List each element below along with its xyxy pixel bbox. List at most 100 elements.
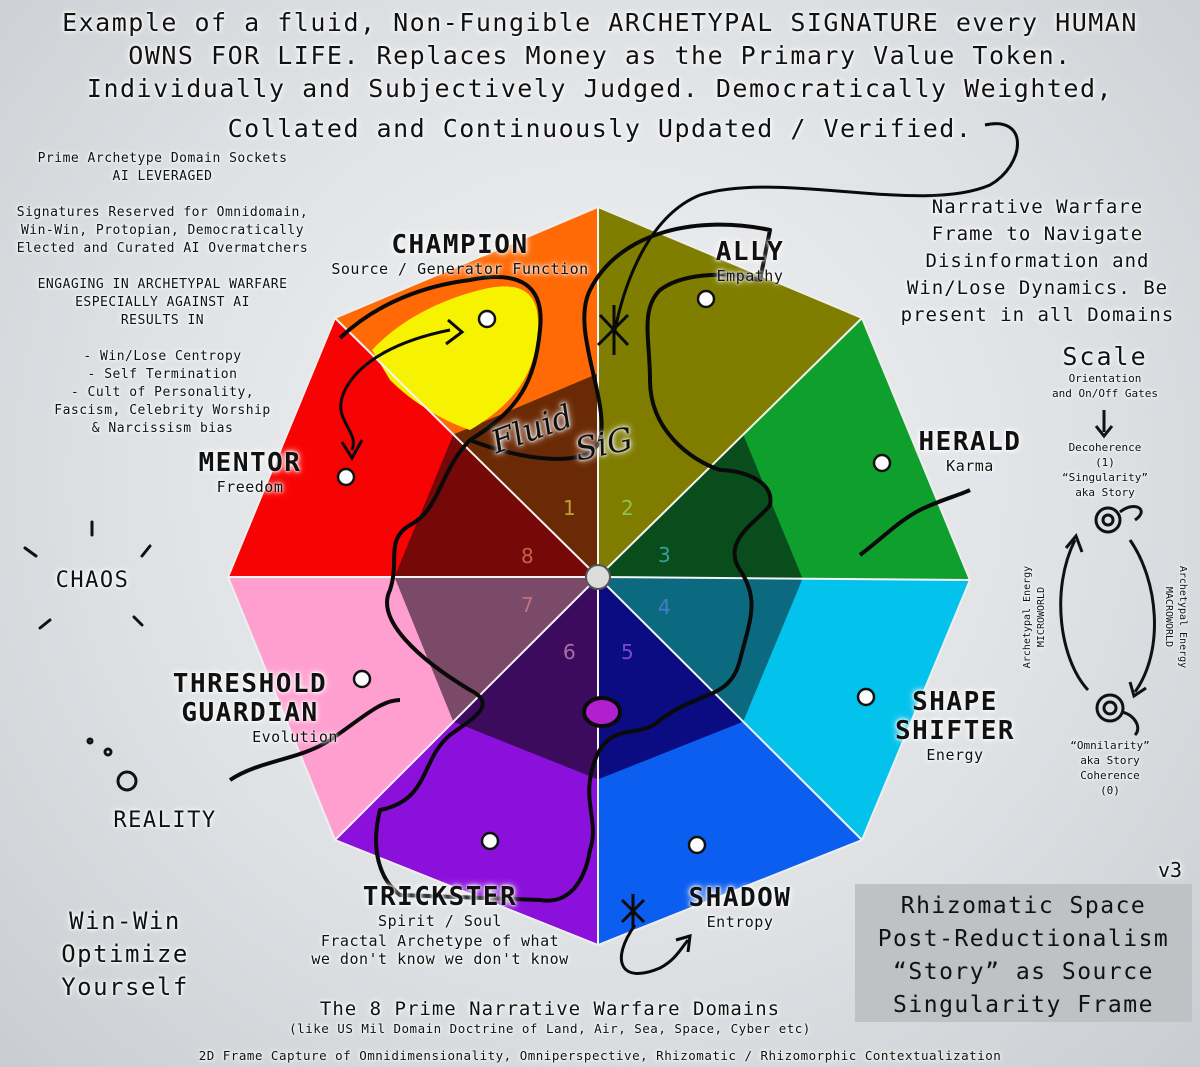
note-line: ENGAGING IN ARCHETYPAL WARFARE [37, 277, 288, 292]
domain-name: SHADOW [688, 883, 792, 913]
rhizo-text: Rhizomatic Space Post-Reductionalism “St… [855, 884, 1192, 1022]
omnilarity-icon [1095, 693, 1125, 723]
macro-block: Archetypal Energy MACROWORLD [1150, 548, 1200, 688]
octagon-outline [226, 205, 972, 947]
note-line: RESULTS IN [120, 313, 205, 328]
micro-label: Archetypal Energy MICROWORLD [1021, 542, 1049, 692]
scale-block: Scale Orientation and On/Off Gates [1030, 342, 1180, 401]
domain-name: HERALD [918, 427, 1022, 457]
domain-name: SHIFTER [894, 716, 1016, 746]
winwin-line: Optimize [61, 940, 189, 968]
segment-number: 6 [563, 640, 576, 664]
note-line: Narrative Warfare [931, 196, 1144, 218]
domain-sub: Evolution [252, 728, 338, 746]
segment-number: 1 [563, 496, 576, 520]
note-line: Signatures Reserved for Omnidomain, [16, 205, 309, 220]
winwin-block: Win-Win Optimize Yourself [40, 905, 210, 1004]
socket-dot [696, 289, 716, 309]
note-line: aka Story [1075, 486, 1135, 499]
wedge-inner [598, 434, 803, 579]
trickster-label: TRICKSTER Spirit / Soul Fractal Archetyp… [300, 883, 580, 969]
chaos-rays-icon [23, 520, 152, 630]
version-label: v3 [1158, 858, 1183, 882]
socket-dot [336, 467, 356, 487]
wedge-divider [334, 317, 599, 578]
shadow-star-icon [619, 894, 692, 975]
chaos-label: CHAOS [55, 568, 130, 593]
domain-sub: Karma [946, 457, 994, 475]
note-line: aka Story [1080, 754, 1140, 767]
note-line: - Win/Lose Centropy [83, 349, 242, 364]
wedge-divider [597, 317, 863, 578]
segment-number: 8 [521, 544, 534, 568]
domain-sub: Energy [926, 746, 984, 764]
note-line: Win-Win, Protopian, Democratically [20, 223, 305, 238]
rhizo-line: Singularity Frame [893, 992, 1154, 1018]
footer: 2D Frame Capture of Omnidimensionality, … [198, 1048, 1002, 1063]
segment-number: 7 [521, 593, 534, 617]
domain-name: CHAMPION [391, 230, 529, 260]
trickster-extra: Fractal Archetype of what [320, 932, 560, 950]
socket-dot [687, 835, 707, 855]
note-line: ESPECIALLY AGAINST AI [75, 295, 250, 310]
note-line: “Omnilarity” [1070, 739, 1150, 752]
domain-name: SHAPE [912, 687, 998, 717]
domains-title: The 8 Prime Narrative Warfare Domains [319, 998, 781, 1020]
wedge-divider [334, 576, 599, 841]
socket-dot [856, 687, 876, 707]
wedge-inner [394, 577, 598, 722]
note-line: Win/Lose Dynamics. Be [906, 277, 1169, 299]
note-line: Elected and Curated AI Overmatchers [16, 241, 309, 256]
note-line: present in all Domains [900, 304, 1175, 326]
note-line: Fascism, Celebrity Worship [54, 403, 271, 418]
shapeshifter-label: SHAPE SHIFTER Energy [880, 687, 1030, 765]
winwin-line: Win-Win [69, 907, 181, 935]
socket-dot [872, 453, 892, 473]
rhizo-line: “Story” as Source [893, 959, 1154, 985]
headline-line: Example of a fluid, Non-Fungible ARCHETY… [62, 8, 1138, 37]
socket-dots [336, 289, 892, 855]
domain-sub: Spirit / Soul [378, 912, 502, 930]
rhizo-line: Rhizomatic Space [900, 893, 1147, 919]
fluid-signature-shape [228, 222, 971, 903]
headline-connector [613, 122, 1019, 331]
center-hub [585, 564, 611, 590]
note-line: Archetypal Energy [1177, 565, 1188, 669]
mentor-label: MENTOR Freedom [185, 448, 315, 497]
reality-label: REALITY [113, 808, 217, 833]
scale-title: Scale [1062, 342, 1148, 371]
domain-sub: Source / Generator Function [331, 260, 589, 278]
herald-label: HERALD Karma [905, 427, 1035, 476]
domain-name: MENTOR [198, 448, 302, 478]
note-line: & Narcissism bias [91, 421, 234, 436]
wedge-divider [597, 576, 971, 581]
note-line: Coherence [1080, 769, 1140, 782]
omnilarity-block: “Omnilarity” aka Story Coherence (0) [1045, 738, 1175, 798]
note-line: (1) [1095, 456, 1115, 469]
champion-label: CHAMPION Source / Generator Function [325, 230, 595, 279]
left-notes: Prime Archetype Domain Sockets AI LEVERA… [0, 150, 325, 438]
reality-circles-icon [86, 737, 138, 792]
note-line: Prime Archetype Domain Sockets [37, 151, 288, 166]
micro-block: Archetypal Energy MICROWORLD [1000, 548, 1070, 688]
scale-sub: and On/Off Gates [1052, 387, 1158, 400]
domain-name: ALLY [715, 237, 785, 267]
narrative-notes: Narrative Warfare Frame to Navigate Disi… [885, 194, 1190, 329]
segment-number: 4 [658, 595, 671, 619]
mentor-arrow [339, 328, 451, 451]
segment-number: 5 [621, 640, 634, 664]
segment-number: 3 [658, 543, 671, 567]
note-line: MACROWORLD [1163, 586, 1174, 648]
domain-sub: Empathy [716, 267, 784, 285]
wedge-inner [598, 577, 744, 780]
spark-icon [596, 305, 630, 355]
scale-sub: Orientation [1068, 372, 1142, 385]
headline: Example of a fluid, Non-Fungible ARCHETY… [0, 6, 1200, 145]
note-line: Decoherence [1068, 441, 1142, 454]
decoherence-block: Decoherence (1) “Singularity” aka Story [1040, 440, 1170, 500]
headline-line: Individually and Subjectively Judged. De… [86, 74, 1114, 103]
socket-dot [480, 831, 500, 851]
wedge-inner [394, 434, 598, 577]
note-line: Frame to Navigate [931, 223, 1144, 245]
